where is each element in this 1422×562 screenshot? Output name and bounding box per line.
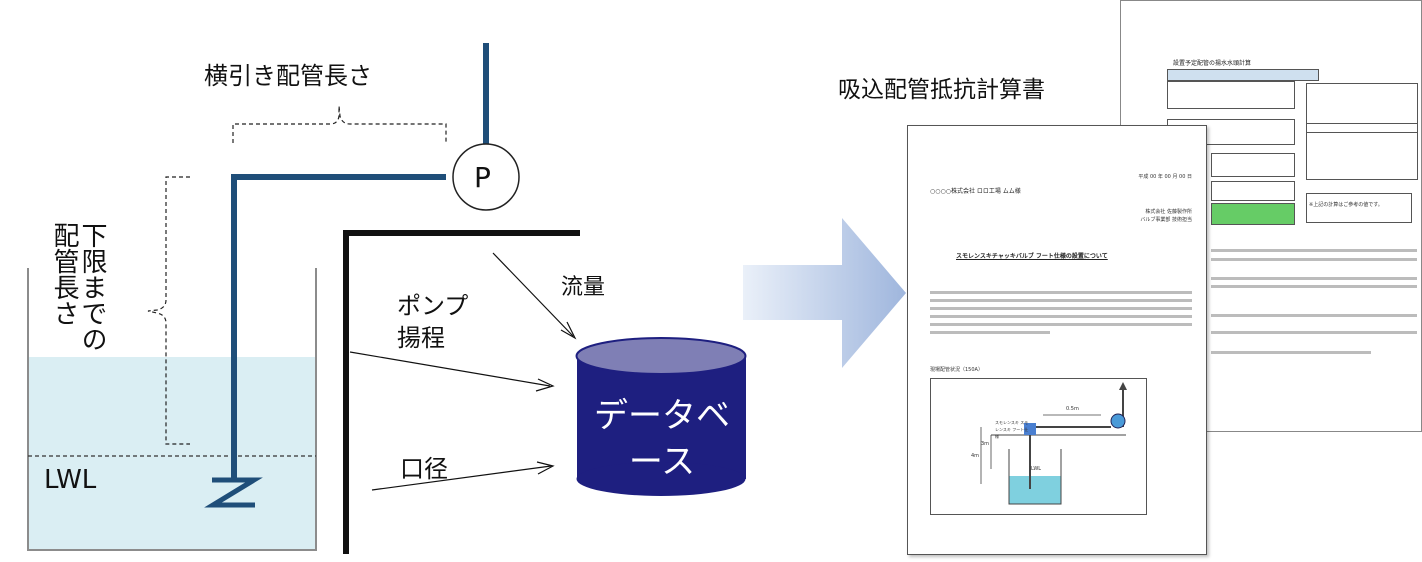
doc-front-figure-drawing	[980, 382, 1127, 505]
diameter-label: 口径	[400, 455, 448, 483]
doc-front-date: 平成 00 年 00 月 00 日	[1138, 174, 1192, 180]
database-cylinder	[575, 337, 747, 496]
doc-front-fig-dim-inner: 3m	[981, 441, 990, 447]
pump-head-text: ポンプ揚程	[397, 292, 469, 352]
tank-wall	[27, 268, 317, 551]
transform-arrow	[743, 218, 906, 368]
input-arrows	[349, 252, 577, 491]
doc-back-subtable-1	[1306, 83, 1418, 133]
flow-rate-label: 流量	[561, 275, 606, 300]
pump-icon	[452, 143, 520, 211]
doc-back-table-1	[1167, 81, 1295, 109]
horizontal-length-bracket	[232, 105, 447, 143]
horizontal-pipe-length-label: 横引き配管長さ	[204, 62, 372, 90]
suction-pipe	[231, 43, 489, 480]
doc-front-fig-note: スモレンスキ スモレンスキ フート仕様	[995, 420, 1029, 439]
doc-back-subtable-2	[1306, 123, 1418, 180]
lwl-label: LWL	[44, 465, 97, 495]
tank-water	[28, 357, 316, 550]
doc-front-recipient: ○○○○株式会社 ロロ工場 ムム様	[930, 188, 1021, 195]
doc-front-fig-dim-horizontal: 0.5m	[1066, 406, 1079, 412]
wall-structure	[343, 230, 580, 554]
pipe-length-to-lower-limit-label: 下限までの配管長さ	[44, 222, 107, 362]
doc-front-heading: スモレンスキチャッキバルブ フート仕様の設置について	[956, 253, 1108, 260]
pump-head-label: ポンプ揚程	[397, 290, 487, 354]
doc-front-figure: 0.5m 4m 3m LWL スモレンスキ スモレンスキ フート仕様	[930, 378, 1147, 515]
pipe-length-to-lower-limit-text: 下限までの配管長さ	[49, 222, 107, 352]
pump-label: P	[474, 161, 491, 194]
database-label: データベース	[592, 393, 732, 485]
doc-back-table-header	[1167, 69, 1319, 81]
database-text: データベース	[594, 396, 730, 482]
doc-front-sender-dept: バルブ事業部 技術担当	[1140, 217, 1192, 223]
doc-back-title: 設置予定配管の揚水水頭計算	[1173, 60, 1252, 67]
doc-front-fig-dim-total: 4m	[971, 453, 980, 459]
foot-valve-icon	[204, 477, 263, 508]
vertical-length-bracket	[147, 176, 190, 445]
doc-back-note-box	[1306, 193, 1412, 223]
doc-back-row-2	[1211, 181, 1295, 201]
doc-back-green-cell	[1211, 203, 1295, 225]
doc-front-sender-company: 株式会社 佐藤製作所	[1145, 209, 1192, 215]
doc-front-fig-lwl: LWL	[1031, 466, 1042, 472]
doc-back-row-1	[1211, 153, 1295, 177]
report-title: 吸込配管抵抗計算書	[838, 77, 1045, 103]
doc-front-figure-caption: 現場配管状況（150A）	[930, 367, 983, 373]
doc-back-note: ※上記の計算はご参考の値です。	[1309, 202, 1383, 208]
document-front: 平成 00 年 00 月 00 日 ○○○○株式会社 ロロ工場 ムム様 株式会社…	[907, 125, 1207, 555]
